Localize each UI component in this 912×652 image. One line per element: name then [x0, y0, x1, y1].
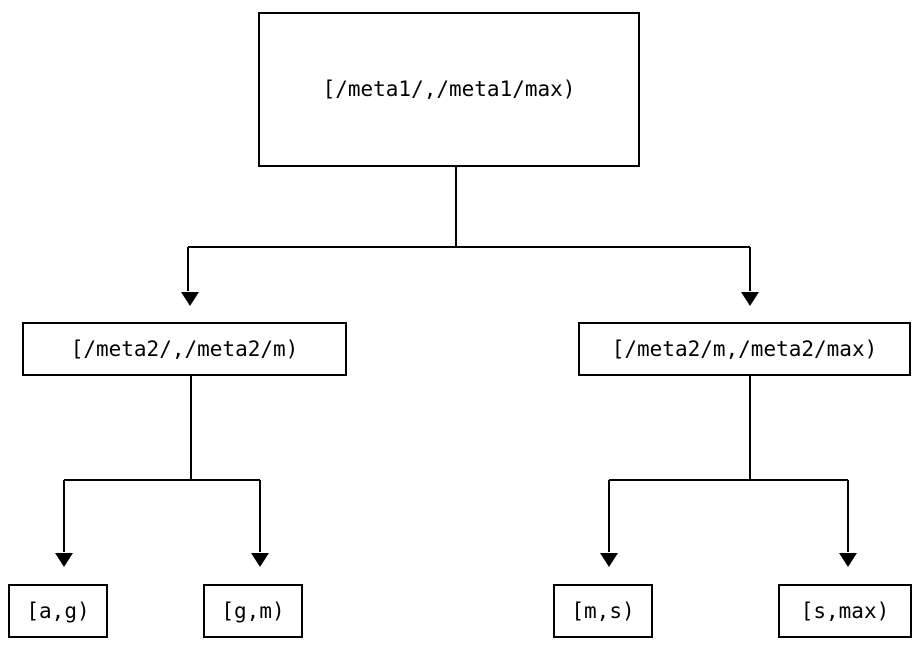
node-mid-right[interactable]: [/meta2/m,/meta2/max) — [578, 322, 911, 376]
node-root-label: [/meta1/,/meta1/max) — [322, 77, 576, 101]
node-leaf-m-s[interactable]: [m,s) — [553, 584, 653, 638]
node-mid-left-label: [/meta2/,/meta2/m) — [70, 336, 299, 361]
arrowhead-to-leaf-3 — [600, 553, 618, 567]
node-leaf-m-s-label: [m,s) — [571, 598, 635, 623]
node-root[interactable]: [/meta1/,/meta1/max) — [258, 12, 640, 167]
node-leaf-s-max[interactable]: [s,max) — [778, 584, 912, 638]
arrowhead-to-leaf-4 — [839, 553, 857, 567]
node-mid-left[interactable]: [/meta2/,/meta2/m) — [22, 322, 347, 376]
node-leaf-s-max-label: [s,max) — [800, 598, 890, 623]
arrowhead-to-mid-right — [741, 292, 759, 306]
node-mid-right-label: [/meta2/m,/meta2/max) — [611, 336, 878, 361]
arrowhead-to-leaf-1 — [55, 553, 73, 567]
node-leaf-g-m[interactable]: [g,m) — [203, 584, 303, 638]
node-leaf-a-g[interactable]: [a,g) — [8, 584, 108, 638]
arrowhead-to-mid-left — [181, 292, 199, 306]
node-leaf-a-g-label: [a,g) — [26, 598, 90, 623]
node-leaf-g-m-label: [g,m) — [221, 598, 285, 623]
arrowhead-to-leaf-2 — [251, 553, 269, 567]
